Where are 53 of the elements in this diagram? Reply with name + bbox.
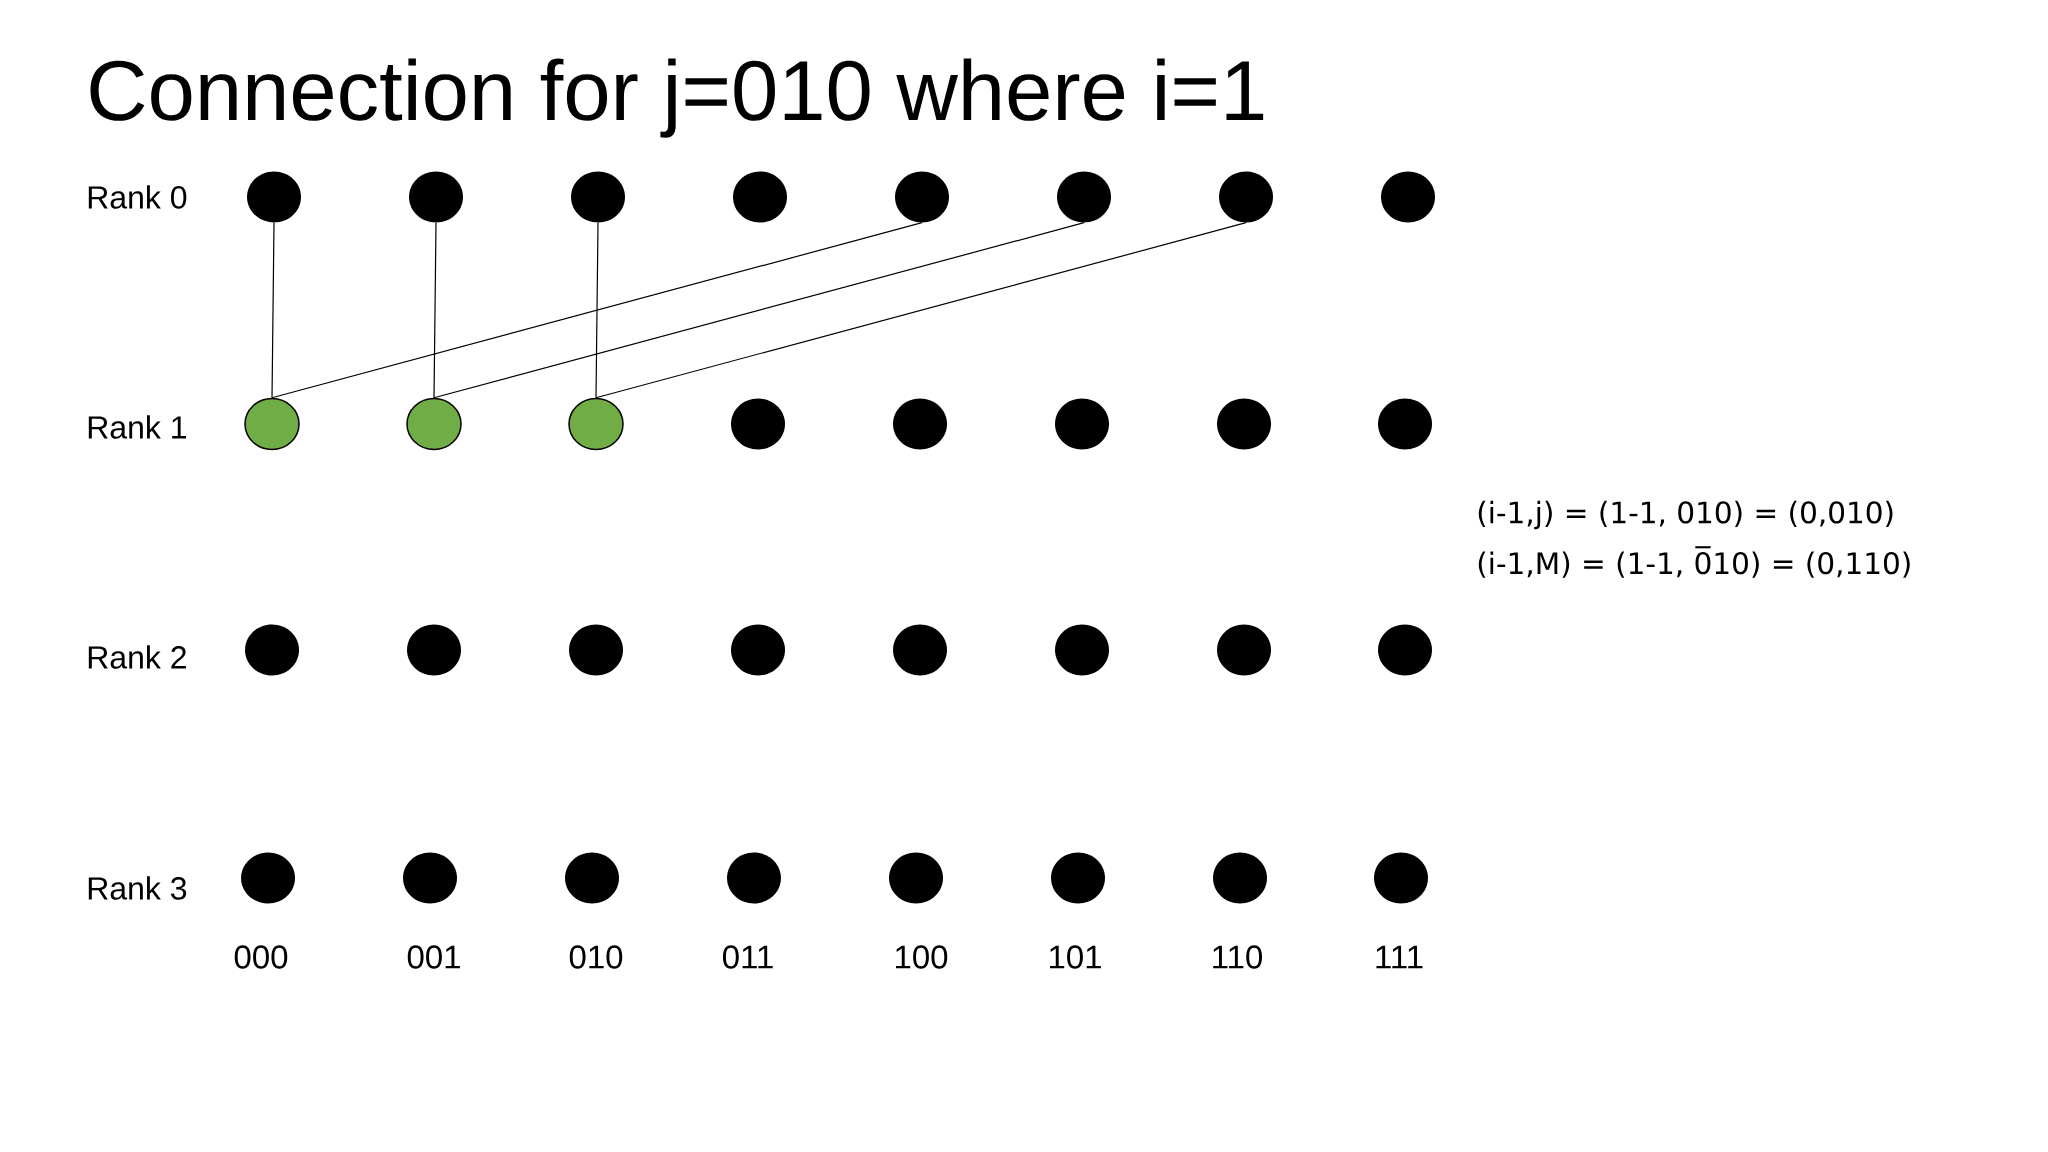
column-label: 001 (407, 945, 460, 969)
dot (733, 171, 787, 223)
connector-line (271, 222, 275, 399)
dot (244, 397, 300, 451)
column-label: 100 (896, 945, 948, 969)
dot (893, 398, 947, 450)
dot (895, 171, 949, 223)
column-label: 011 (723, 945, 773, 969)
connector-line (433, 222, 437, 399)
rank-label: Rank 1 (88, 415, 186, 439)
connector-line (433, 222, 1085, 399)
column-label: 101 (1050, 945, 1101, 969)
dot (407, 624, 461, 676)
dot (245, 624, 299, 676)
dot (241, 852, 295, 904)
dot (1055, 398, 1109, 450)
connector-line (271, 222, 923, 399)
formula-text: (i-1,M) = (1-1, 0̅10) = (0,110) (1478, 546, 1910, 578)
dot (568, 397, 624, 451)
dot (727, 852, 781, 904)
dot (571, 171, 625, 223)
dot (565, 852, 619, 904)
dot (893, 624, 947, 676)
column-label: 000 (234, 945, 288, 969)
dot (1378, 398, 1432, 450)
dot (1219, 171, 1273, 223)
dot (1057, 171, 1111, 223)
dot (1217, 398, 1271, 450)
dot (409, 171, 463, 223)
rank-label: Rank 2 (88, 645, 186, 669)
dot (1378, 624, 1432, 676)
connector-line (595, 222, 1247, 399)
dot (1051, 852, 1105, 904)
dot (1217, 624, 1271, 676)
rank-label: Rank 3 (88, 876, 187, 900)
column-label: 111 (1376, 945, 1423, 969)
dot (569, 624, 623, 676)
dot (731, 624, 785, 676)
dot (1055, 624, 1109, 676)
dot (1381, 171, 1435, 223)
rank-label: Rank 0 (88, 185, 187, 209)
dot (1213, 852, 1267, 904)
dot (1374, 852, 1428, 904)
column-label: 010 (569, 945, 623, 969)
column-label: 110 (1213, 945, 1263, 969)
dot (247, 171, 301, 223)
title: Connection for j=010 where i=1 (90, 58, 1264, 138)
dot (406, 397, 462, 451)
dot (731, 398, 785, 450)
dot (889, 852, 943, 904)
formula-text: (i-1,j) = (1-1, 010) = (0,010) (1478, 500, 1893, 530)
dot (403, 852, 457, 904)
connector-line (595, 222, 599, 399)
